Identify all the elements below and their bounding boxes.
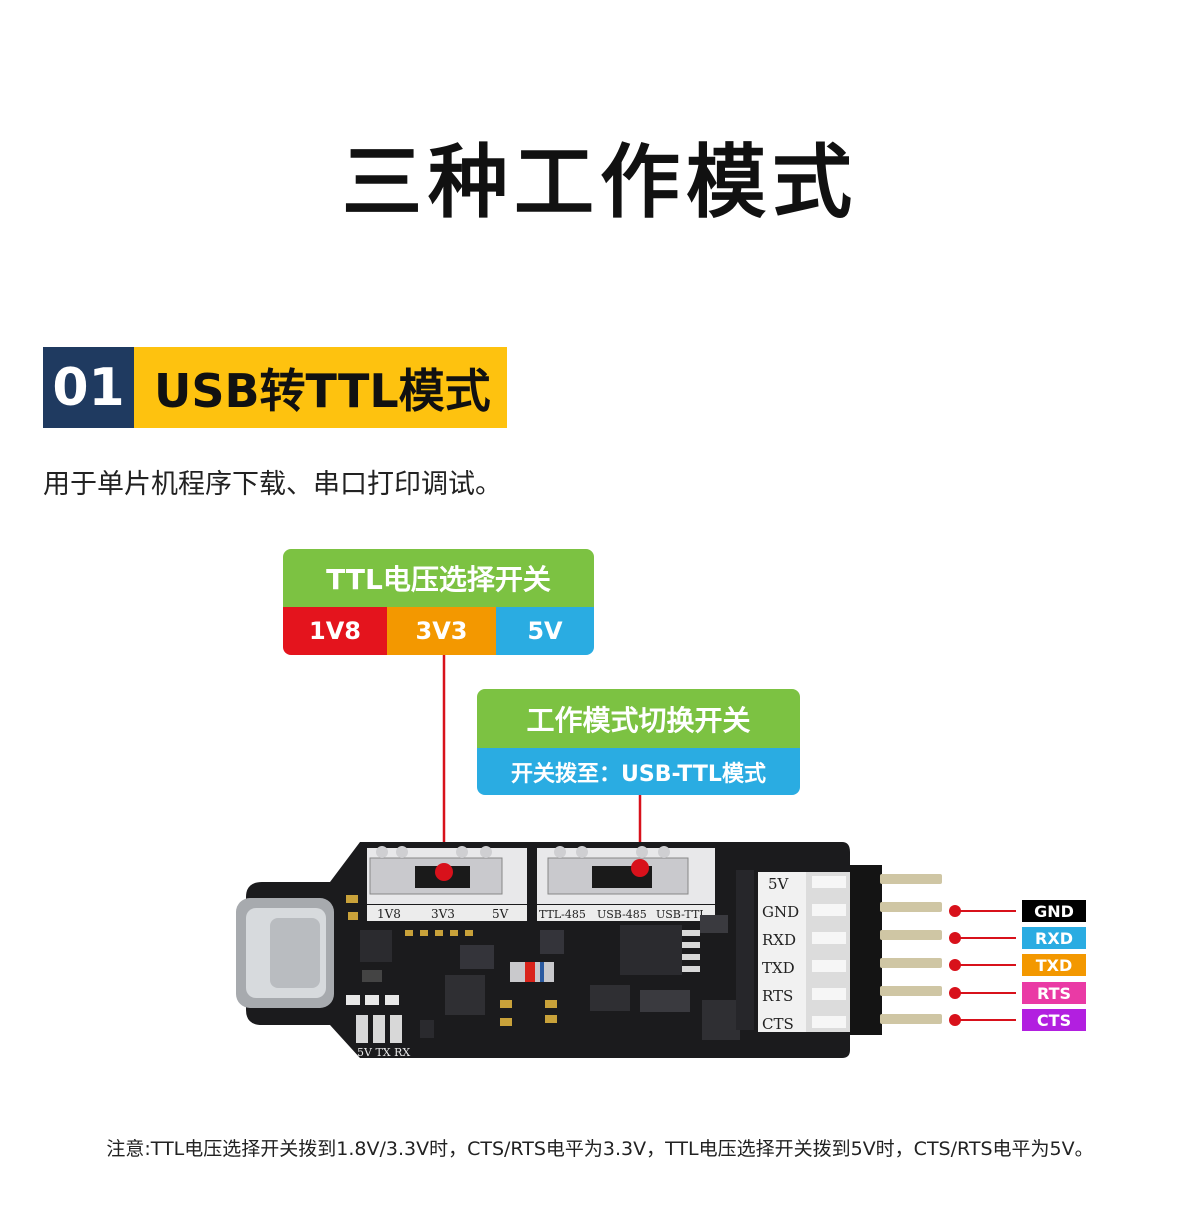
pin-tag-rts: RTS bbox=[1022, 982, 1086, 1004]
pin-header bbox=[850, 865, 942, 1035]
voltage-options: 1V8 3V3 5V bbox=[283, 607, 594, 655]
pin-pointers bbox=[949, 905, 1016, 1026]
pin-tag-rxd: RXD bbox=[1022, 927, 1086, 949]
silk-label-usb-ttl: USB-TTL bbox=[656, 908, 707, 921]
mode-number-badge: 01 bbox=[43, 347, 134, 428]
silk-header-gnd: GND bbox=[762, 903, 799, 921]
ttl-voltage-switch-title: TTL电压选择开关 bbox=[283, 549, 594, 607]
pin-tag-cts: CTS bbox=[1022, 1009, 1086, 1031]
footer-note: 注意:TTL电压选择开关拨到1.8V/3.3V时，CTS/RTS电平为3.3V，… bbox=[106, 1138, 1094, 1160]
silk-label-3v3: 3V3 bbox=[431, 907, 455, 921]
silk-label-1v8: 1V8 bbox=[377, 907, 401, 921]
silk-label-5v: 5V bbox=[492, 907, 509, 921]
silk-label-usb-485: USB-485 bbox=[597, 908, 647, 921]
silk-header-rxd: RXD bbox=[762, 931, 796, 949]
silk-header-5v: 5V bbox=[768, 875, 790, 893]
pin-tag-txd: TXD bbox=[1022, 954, 1086, 976]
silk-header-txd: TXD bbox=[762, 959, 795, 977]
voltage-option-3v3: 3V3 bbox=[387, 607, 496, 655]
page-title: 三种工作模式 bbox=[342, 136, 858, 229]
voltage-option-1v8: 1V8 bbox=[283, 607, 387, 655]
mode-switch-title: 工作模式切换开关 bbox=[477, 689, 800, 748]
mode-switch-callout: 工作模式切换开关 开关拨至：USB-TTL模式 bbox=[477, 689, 800, 795]
mode-switch-marker bbox=[631, 859, 649, 877]
smd-components bbox=[346, 870, 754, 1043]
pin-tag-gnd: GND bbox=[1022, 900, 1086, 922]
ttl-voltage-switch-callout: TTL电压选择开关 1V8 3V3 5V bbox=[283, 549, 594, 655]
mode-slide-switch bbox=[537, 846, 715, 904]
silk-header-cts: CTS bbox=[762, 1015, 794, 1033]
voltage-switch-marker bbox=[435, 863, 453, 881]
silk-header-rts: RTS bbox=[762, 987, 793, 1005]
header-label-panel bbox=[758, 872, 850, 1032]
usb-c-connector bbox=[236, 898, 334, 1008]
voltage-option-5v: 5V bbox=[496, 607, 594, 655]
silk-label-ttl-485: TTL-485 bbox=[539, 908, 586, 921]
mode-name-banner: USB转TTL模式 bbox=[134, 347, 507, 428]
mode-switch-setting: 开关拨至：USB-TTL模式 bbox=[477, 748, 800, 795]
silk-led-labels: 5V TX RX bbox=[357, 1046, 410, 1059]
mode-description: 用于单片机程序下载、串口打印调试。 bbox=[43, 469, 502, 500]
